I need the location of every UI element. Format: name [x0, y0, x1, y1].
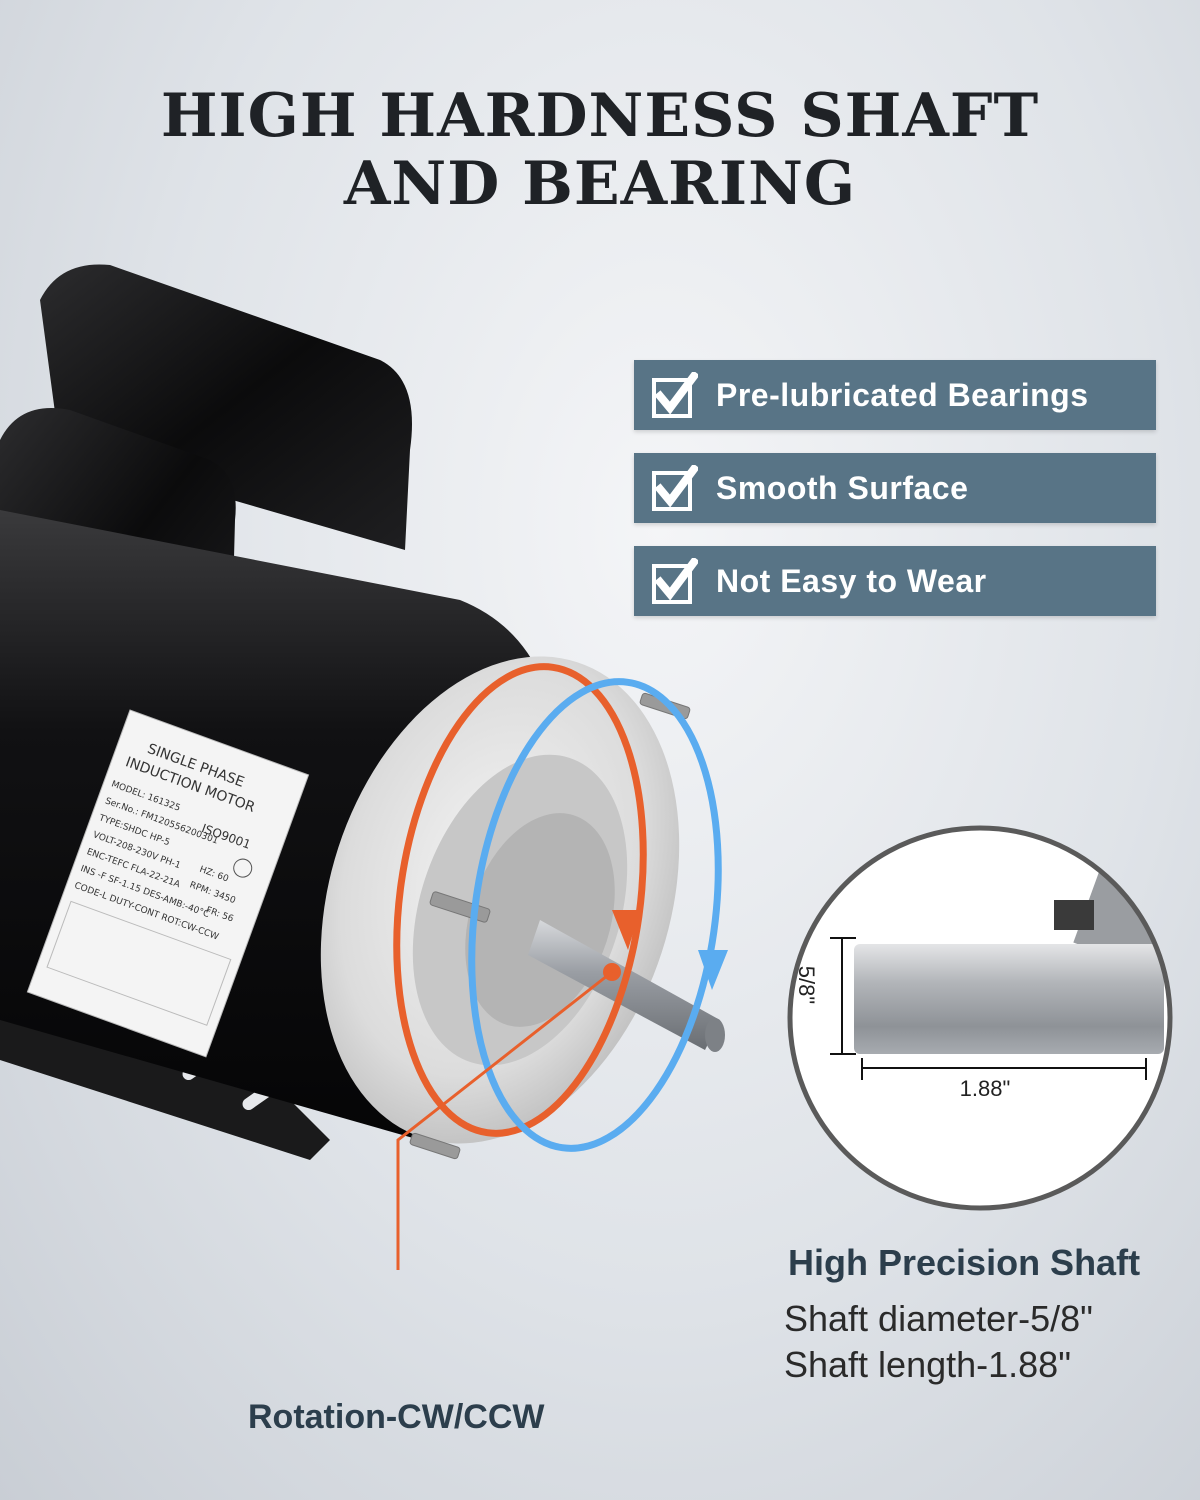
motor-illustration: SINGLE PHASE INDUCTION MOTOR MODEL: 1613… [0, 264, 728, 1270]
cw-rotation-arrow [393, 663, 647, 1137]
zoom-bolt [1054, 900, 1094, 930]
feature-label: Smooth Surface [716, 469, 969, 506]
dimension-lines [830, 937, 1147, 1080]
cw-arrowhead-icon [612, 910, 640, 950]
feature-list: Pre-lubricated Bearings Smooth Surface N… [634, 360, 1156, 639]
checkmark-icon [652, 370, 700, 418]
motor-nameplate: SINGLE PHASE INDUCTION MOTOR MODEL: 1613… [26, 709, 310, 1058]
diameter-dimension-label: 5/8" [794, 965, 819, 1005]
feature-label: Not Easy to Wear [716, 562, 987, 599]
spec-diameter: Shaft diameter-5/8" [784, 1298, 1093, 1339]
ce-mark-icon [233, 858, 253, 878]
checkmark-icon [652, 463, 700, 511]
checkmark-icon [652, 556, 700, 604]
spec-title: High Precision Shaft [788, 1242, 1141, 1283]
spec-length: Shaft length-1.88" [784, 1344, 1071, 1385]
page-title: HIGH HARDNESS SHAFT AND BEARING [0, 82, 1200, 218]
ccw-arrowhead-icon [698, 950, 728, 990]
ccw-rotation-arrow [468, 678, 722, 1152]
feature-badge: Pre-lubricated Bearings [634, 360, 1156, 430]
feature-badge: Smooth Surface [634, 453, 1156, 523]
shaft-zoom-circle [787, 825, 1173, 1211]
title-line-1: HIGH HARDNESS SHAFT [160, 81, 1040, 151]
feature-badge: Not Easy to Wear [634, 546, 1156, 616]
zoom-shaft [854, 944, 1164, 1054]
title-line-2: AND BEARING [343, 149, 857, 219]
rotation-label: Rotation-CW/CCW [248, 1398, 545, 1436]
feature-label: Pre-lubricated Bearings [716, 376, 1089, 413]
rotation-callout-line [396, 970, 613, 1270]
length-dimension-label: 1.88" [959, 1076, 1011, 1101]
